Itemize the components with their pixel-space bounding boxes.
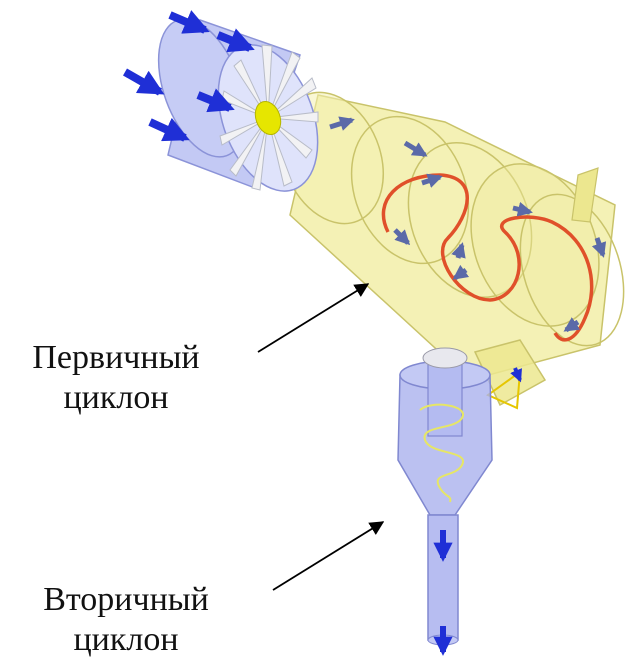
- primary-label-line1: Первичный: [0, 338, 232, 378]
- secondary-label-line2: циклон: [16, 620, 236, 660]
- secondary-cyclone-label: Вторичный циклон: [16, 580, 236, 660]
- fan-drum: [142, 7, 337, 204]
- secondary-leader-line: [273, 522, 383, 590]
- secondary-cyclone: [398, 348, 492, 652]
- primary-leader-line: [258, 284, 368, 352]
- primary-cyclone-label: Первичный циклон: [0, 338, 232, 418]
- primary-label-line2: циклон: [0, 378, 232, 418]
- secondary-label-line1: Вторичный: [16, 580, 236, 620]
